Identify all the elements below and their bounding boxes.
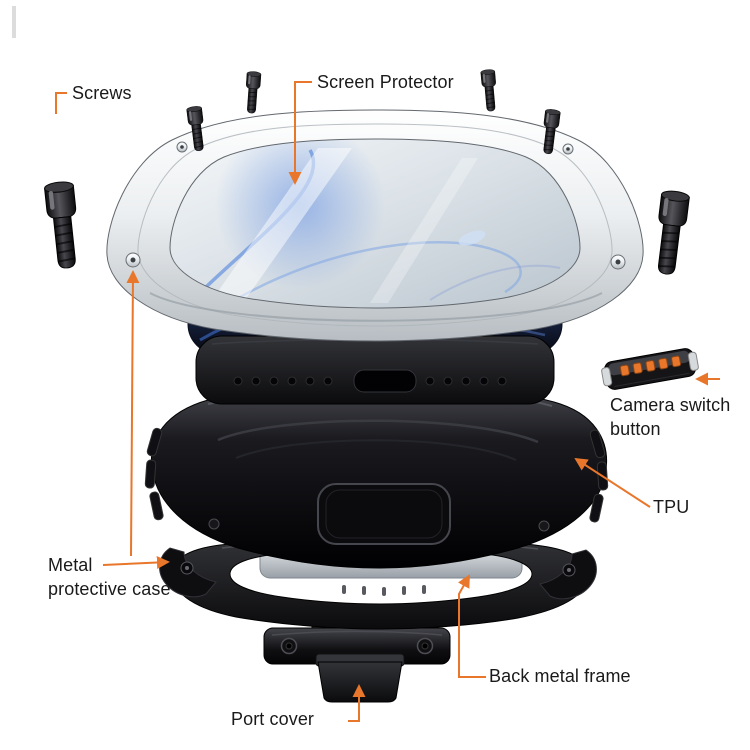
callout-leader-lines — [55, 81, 720, 722]
label-screws: Screws — [72, 83, 132, 103]
label-metal-protective-case: Metal protective case — [48, 555, 171, 599]
metal-case-leader-right — [102, 556, 170, 570]
camera-switch-pins — [619, 355, 682, 377]
screen-protector-reflections — [203, 139, 561, 303]
metal-case-leader-up — [126, 270, 140, 557]
label-back-metal-frame: Back metal frame — [489, 666, 631, 686]
tpu-leader — [574, 457, 651, 508]
frame-corner-bolts — [125, 141, 626, 270]
port-cover-leader — [348, 684, 366, 722]
tpu-grip-ridges — [144, 427, 609, 523]
back-frame-leader — [457, 574, 486, 678]
tpu-window — [317, 483, 451, 545]
label-tpu: TPU — [653, 497, 690, 517]
camera-switch-button-illustration — [601, 348, 699, 390]
port-cover-illustration — [263, 615, 451, 703]
metal-frame-illustration — [106, 109, 644, 342]
screws-leader — [55, 92, 67, 114]
label-port-cover: Port cover — [231, 709, 315, 729]
screen-protector-leader — [288, 81, 312, 185]
back-frame-studs — [342, 585, 426, 596]
label-screen-protector: Screen Protector — [317, 72, 454, 92]
corner-artifact — [12, 6, 16, 38]
label-camera-switch-button: Camera switch button — [610, 395, 731, 439]
phone-port — [353, 369, 417, 393]
tpu-case-illustration — [144, 383, 609, 569]
phone-speaker-holes — [233, 376, 507, 386]
